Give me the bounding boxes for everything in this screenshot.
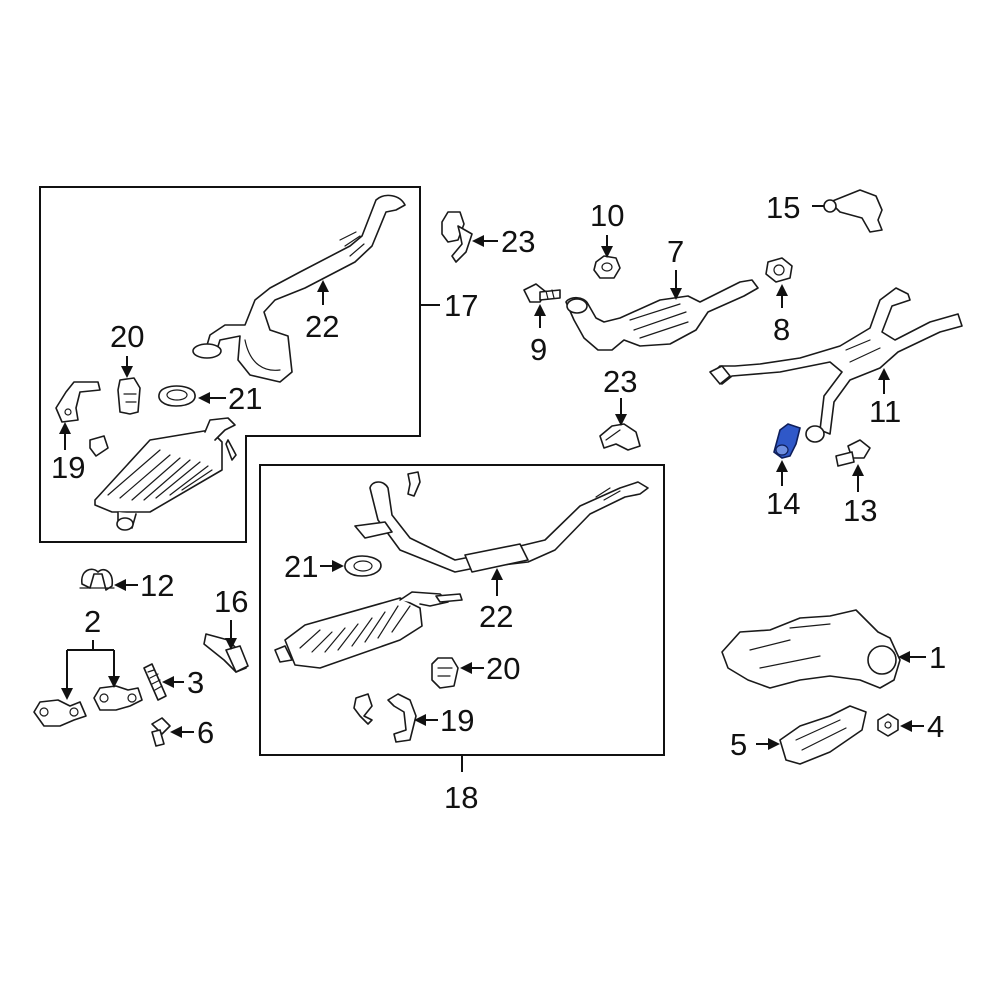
rear-pipe-upper: [192, 194, 406, 383]
heat-shield-5: [779, 705, 867, 765]
callout-16: 16: [214, 584, 248, 619]
rear-muffler-lower: [274, 591, 463, 669]
bracket-23-upper: [441, 211, 473, 263]
insulator-20-upper: [117, 377, 141, 415]
callout-19-lower: 19: [440, 703, 474, 738]
clamp-12: [79, 568, 115, 591]
exhaust-manifold-1: [721, 609, 901, 689]
stud-3: [143, 663, 167, 701]
rear-pipe-lower: [354, 481, 649, 573]
bolt-13: [835, 439, 871, 467]
callout-18: 18: [444, 780, 478, 815]
bracket-23-lower: [599, 423, 641, 451]
callout-7: 7: [667, 234, 684, 269]
callout-21-lower: 21: [284, 549, 318, 584]
callout-14: 14: [766, 486, 800, 521]
callout-17: 17: [444, 288, 478, 323]
callout-5: 5: [730, 727, 747, 762]
callout-12: 12: [140, 568, 174, 603]
callout-20-lower: 20: [486, 651, 520, 686]
bolt-6: [151, 717, 171, 747]
rear-muffler-upper: [94, 417, 237, 531]
callout-21-upper: 21: [228, 381, 262, 416]
callout-6: 6: [197, 715, 214, 750]
callout-8: 8: [773, 312, 790, 347]
bolt-9: [523, 283, 561, 303]
callout-23-upper: 23: [501, 224, 535, 259]
nut-10: [593, 255, 621, 279]
callout-labels: 1 2 3 4 5 6 7 8 9 10 11 12 13 14 15 16 1…: [51, 190, 946, 815]
callout-9: 9: [530, 332, 547, 367]
callout-10: 10: [590, 198, 624, 233]
gasket-8: [765, 257, 793, 283]
hanger-19-lower: [353, 471, 421, 743]
gasket-21-lower: [344, 555, 382, 577]
gaskets-2: [33, 685, 143, 727]
insulator-20-lower: [431, 657, 459, 689]
nut-4: [877, 713, 899, 737]
y-pipe-11: [709, 287, 963, 443]
heat-shield-14-highlighted: [773, 423, 801, 459]
callout-22-lower: 22: [479, 599, 513, 634]
callout-13: 13: [843, 493, 877, 528]
gasket-21-upper: [158, 385, 196, 407]
callout-3: 3: [187, 665, 204, 700]
callout-19-upper: 19: [51, 450, 85, 485]
hanger-19-upper: [55, 381, 109, 457]
leader-lines: [59, 205, 926, 772]
callout-22-upper: 22: [305, 309, 339, 344]
group-box-17: [39, 186, 421, 543]
callout-4: 4: [927, 709, 944, 744]
callout-15: 15: [766, 190, 800, 225]
callout-1: 1: [929, 640, 946, 675]
crossover-pipe-15: [823, 189, 883, 233]
callout-2: 2: [84, 604, 101, 639]
catalytic-converter-7: [565, 279, 759, 351]
callout-20-upper: 20: [110, 319, 144, 354]
callout-11: 11: [869, 394, 901, 429]
callout-23-lower: 23: [603, 364, 637, 399]
